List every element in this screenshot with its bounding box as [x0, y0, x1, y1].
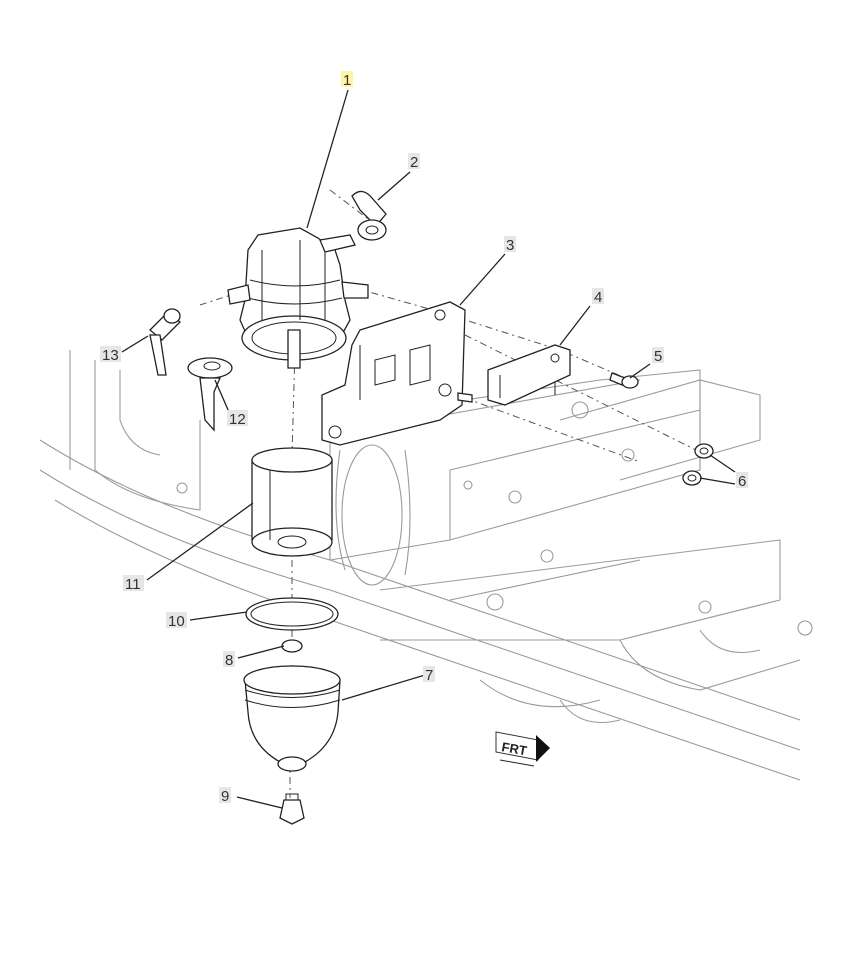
filter-element: [251, 447, 333, 557]
callout-2: 2: [410, 154, 418, 171]
callout-3: 3: [506, 237, 514, 254]
bolt-5: [609, 372, 639, 389]
small-bracket: [487, 344, 571, 406]
elbow-fitting: [351, 190, 387, 241]
callout-13: 13: [102, 347, 119, 364]
mounting-bracket: [321, 301, 473, 446]
callout-5: 5: [654, 348, 662, 365]
large-o-ring: [245, 597, 339, 631]
callout-6: 6: [738, 473, 746, 490]
nuts-6: [682, 443, 714, 486]
callout-10: 10: [168, 613, 185, 630]
callout-1: 1: [343, 72, 351, 89]
callout-4: 4: [594, 289, 602, 306]
front-direction-badge: FRT: [495, 731, 550, 767]
callout-8: 8: [225, 652, 233, 669]
callout-11: 11: [125, 576, 141, 593]
leader-lines: [121, 89, 736, 809]
filter-bowl: [243, 665, 341, 772]
small-o-ring: [281, 639, 303, 653]
callout-9: 9: [221, 788, 229, 805]
hose-fitting-13: [149, 308, 181, 376]
clip-12: [187, 357, 233, 432]
fuel-filter-housing: [227, 227, 369, 369]
callout-7: 7: [425, 667, 433, 684]
frt-label: FRT: [500, 739, 528, 758]
callouts: 1 2 3 4 5 6 7 8 9 10 11 12 13: [100, 71, 748, 805]
arrow-right-icon: [536, 735, 550, 762]
callout-12: 12: [229, 411, 246, 428]
drain-bolt: [279, 793, 305, 825]
